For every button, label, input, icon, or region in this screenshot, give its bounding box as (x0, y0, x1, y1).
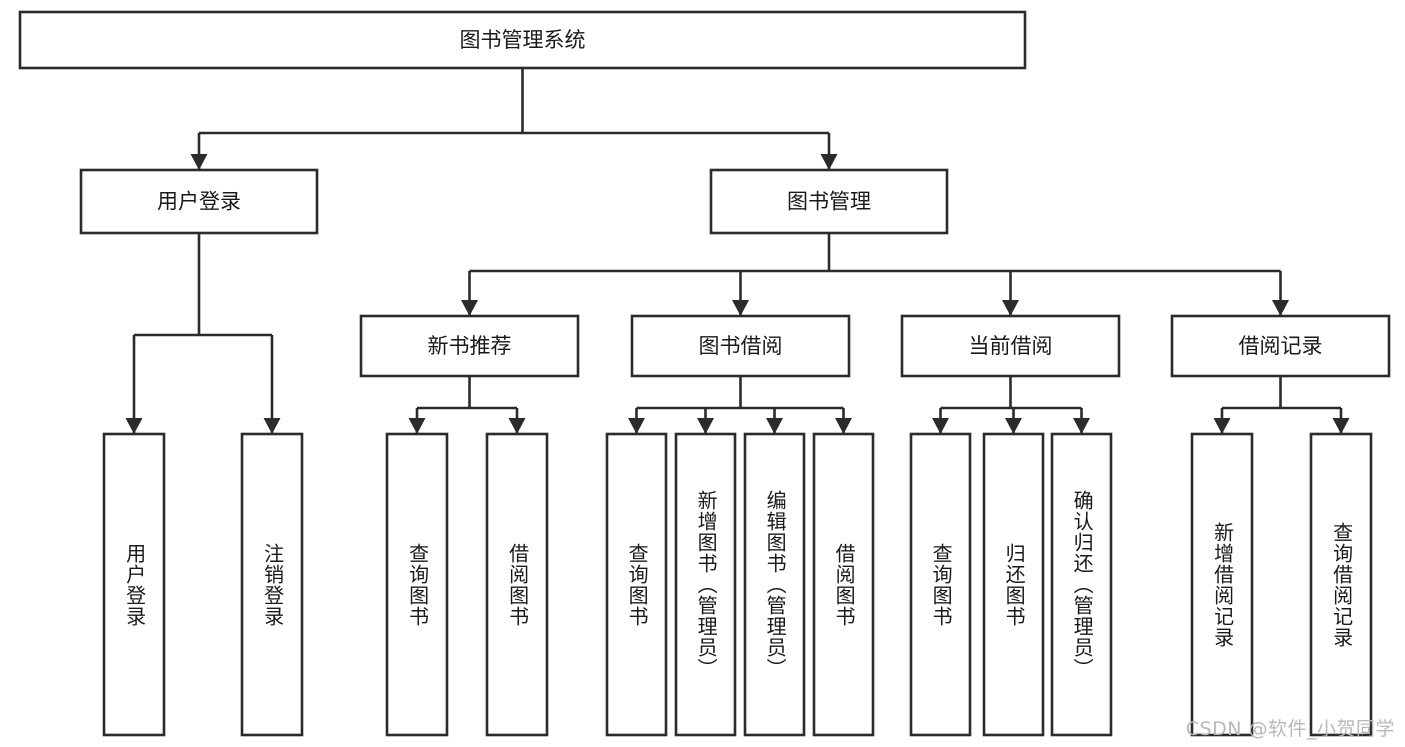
node-current-borrow[interactable]: 当前借阅 (900, 314, 1121, 378)
node-box-leaf-query-borrow-record[interactable] (1309, 432, 1373, 737)
node-box-current-borrow[interactable] (900, 314, 1121, 378)
node-leaf-add-borrow-record[interactable] (1190, 432, 1254, 737)
node-box-leaf-borrow-book-new[interactable] (485, 432, 549, 737)
node-label-current-borrow: 当前借阅 (969, 334, 1053, 358)
node-box-leaf-user-login[interactable] (102, 432, 166, 737)
node-label-borrow-records: 借阅记录 (1239, 334, 1323, 358)
node-box-borrow-records[interactable] (1170, 314, 1391, 378)
node-label-book-borrow: 图书借阅 (699, 334, 783, 358)
node-box-leaf-add-book-admin[interactable] (674, 432, 737, 737)
node-label-root: 图书管理系统 (460, 28, 586, 52)
node-borrow-records[interactable]: 借阅记录 (1170, 314, 1391, 378)
node-box-leaf-edit-book-admin[interactable] (743, 432, 806, 737)
node-box-leaf-query-book-current[interactable] (909, 432, 972, 737)
connector-layer (125, 68, 1350, 434)
node-box-leaf-borrow-book[interactable] (812, 432, 875, 737)
arrow-head-icon (628, 418, 645, 434)
node-root[interactable]: 图书管理系统 (18, 10, 1027, 70)
node-leaf-borrow-book-new[interactable] (485, 432, 549, 737)
arrow-head-icon (820, 154, 838, 170)
arrow-head-icon (1002, 300, 1019, 316)
arrow-head-icon (125, 418, 143, 434)
node-book-management[interactable]: 图书管理 (709, 168, 949, 235)
node-box-leaf-logout[interactable] (240, 432, 304, 737)
node-leaf-return-book[interactable] (982, 432, 1045, 737)
arrow-head-icon (1213, 418, 1231, 434)
arrow-head-icon (732, 300, 749, 316)
arrow-head-icon (508, 418, 526, 434)
arrow-head-icon (1272, 300, 1289, 316)
node-leaf-query-book-new[interactable] (385, 432, 449, 737)
node-label-user-login: 用户登录 (157, 190, 241, 214)
node-leaf-logout[interactable] (240, 432, 304, 737)
node-label-book-management: 图书管理 (787, 190, 871, 214)
arrow-head-icon (697, 418, 714, 434)
arrow-head-icon (1005, 418, 1022, 434)
arrow-head-icon (408, 418, 426, 434)
node-box-leaf-query-book-new[interactable] (385, 432, 449, 737)
csdn-watermark: CSDN @软件_小贺同学 (1185, 718, 1395, 740)
node-box-book-borrow[interactable] (630, 314, 851, 378)
node-user-login[interactable]: 用户登录 (79, 168, 319, 235)
arrow-head-icon (766, 418, 783, 434)
arrow-head-icon (932, 418, 949, 434)
arrow-head-icon (461, 300, 478, 316)
node-box-leaf-query-book-borrow[interactable] (605, 432, 668, 737)
node-box-leaf-confirm-return-admin[interactable] (1050, 432, 1113, 737)
node-leaf-confirm-return-admin[interactable] (1050, 432, 1113, 737)
node-leaf-query-book-current[interactable] (909, 432, 972, 737)
arrow-head-icon (1073, 418, 1090, 434)
node-leaf-add-book-admin[interactable] (674, 432, 737, 737)
node-box-root[interactable] (18, 10, 1027, 70)
node-leaf-edit-book-admin[interactable] (743, 432, 806, 737)
arrow-head-icon (1332, 418, 1350, 434)
node-box-new-book-recommend[interactable] (359, 314, 580, 378)
node-new-book-recommend[interactable]: 新书推荐 (359, 314, 580, 378)
node-box-leaf-return-book[interactable] (982, 432, 1045, 737)
arrow-head-icon (263, 418, 281, 434)
node-leaf-query-borrow-record[interactable] (1309, 432, 1373, 737)
arrow-head-icon (190, 154, 208, 170)
node-box-book-management[interactable] (709, 168, 949, 235)
node-box-user-login[interactable] (79, 168, 319, 235)
node-label-new-book-recommend: 新书推荐 (428, 334, 512, 358)
node-book-borrow[interactable]: 图书借阅 (630, 314, 851, 378)
node-leaf-query-book-borrow[interactable] (605, 432, 668, 737)
arrow-head-icon (835, 418, 852, 434)
node-box-leaf-add-borrow-record[interactable] (1190, 432, 1254, 737)
node-leaf-borrow-book[interactable] (812, 432, 875, 737)
node-leaf-user-login[interactable] (102, 432, 166, 737)
